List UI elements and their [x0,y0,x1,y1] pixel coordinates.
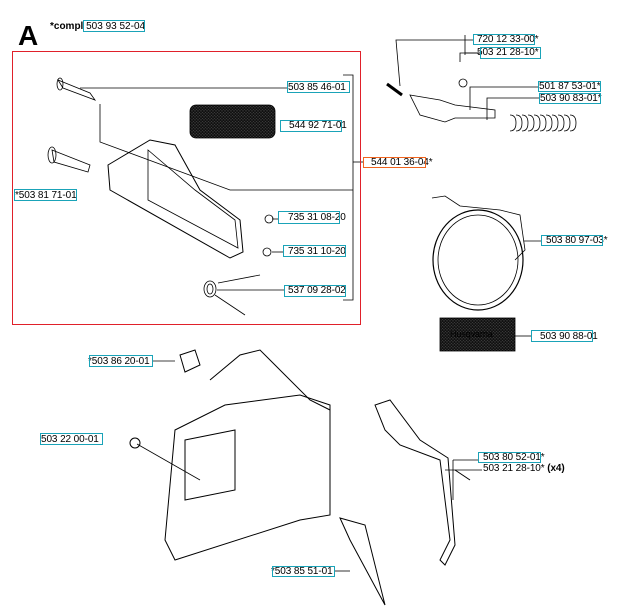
part-link-box[interactable] [480,47,541,59]
part-label[interactable]: 503 85 46-01 [288,82,346,93]
chain-guard-drawing [339,399,471,606]
part-label[interactable]: 735 31 10-20 [288,246,346,257]
part-label[interactable]: 544 92 71-01 [289,120,347,131]
part-label[interactable]: 537 09 28-02 [288,285,346,296]
part-link-box[interactable] [531,330,593,342]
part-label[interactable]: *503 86 20-01 [88,356,150,367]
part-link-box[interactable] [287,81,350,93]
compl-prefix: *compl [50,21,84,32]
part-label[interactable]: 503 21 28-10* [477,47,539,58]
brake-parts-drawing [386,78,577,132]
part-link-box[interactable] [284,285,346,297]
part-label[interactable]: 544 01 36-04* [371,157,433,168]
part-label[interactable]: 503 80 52-01* [483,452,545,463]
part-link-box[interactable] [14,189,77,201]
part-link-box[interactable] [278,211,340,224]
part-link-box[interactable] [280,120,342,132]
part-label[interactable]: 503 80 97-03* [546,235,608,246]
section-letter: A [18,20,39,51]
complete-kit-label: *compl 503 93 52-04 [50,21,145,32]
part-label[interactable]: *503 85 51-01 [271,566,333,577]
part-link-box[interactable] [539,93,601,104]
part-number: 503 21 28-10* [483,463,545,474]
part-label[interactable]: 503 90 83-01* [540,93,602,104]
part-link-box[interactable] [538,81,601,92]
spring-drawing [203,274,261,316]
part-label[interactable]: 735 31 08-20 [288,212,346,223]
part-label-unlinked: 503 21 28-10* (x4) [483,463,565,474]
decal-brand-text: Husqvarna [450,329,493,339]
part-link-box[interactable] [473,34,535,45]
brake-band-drawing [431,195,526,311]
clutch-cover-drawing [129,349,331,561]
hand-guard-drawing [107,139,244,259]
kit-frame [12,51,361,325]
part-label[interactable]: *503 81 71-01 [15,190,77,201]
leader-lines [80,35,541,572]
bolt-drawings [47,77,97,173]
part-link-box[interactable] [89,355,153,367]
part-link-box[interactable] [283,245,346,257]
part-link-box[interactable] [478,452,541,463]
part-link-box[interactable] [40,433,103,445]
part-label[interactable]: 501 87 53-01* [539,81,601,92]
quantity-note: (x4) [547,463,565,474]
part-label[interactable]: 503 22 00-01 [41,434,99,445]
part-label[interactable]: 720 12 33-00* [477,34,539,45]
part-link-box[interactable] [83,20,145,32]
compl-part-number[interactable]: 503 93 52-04 [86,21,146,32]
part-link-box[interactable] [541,235,603,246]
part-link-box[interactable] [272,566,335,577]
part-link-box-highlighted[interactable] [363,157,426,168]
part-label[interactable]: 503 90 88-01 [540,331,598,342]
